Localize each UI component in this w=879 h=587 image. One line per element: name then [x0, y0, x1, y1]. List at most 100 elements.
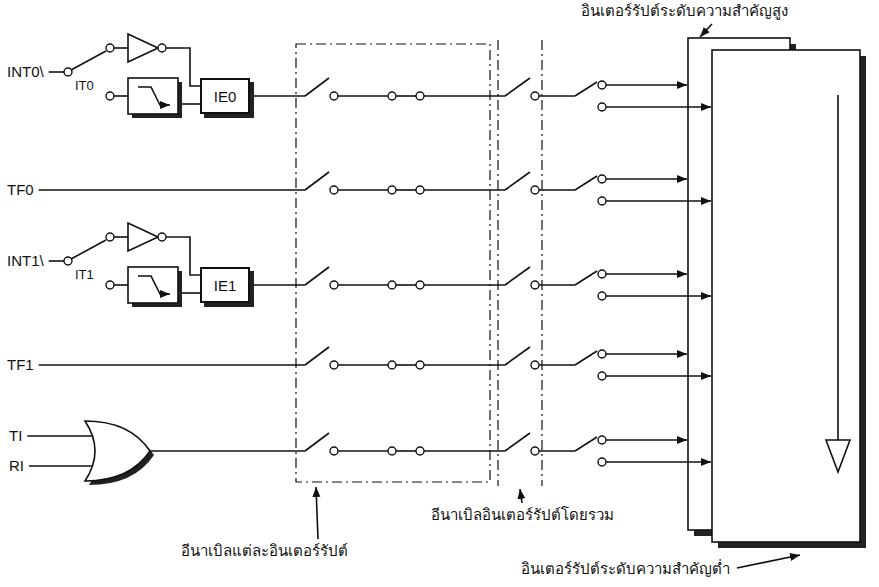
switch-contact: [330, 447, 338, 455]
leader-arrow: [316, 487, 318, 539]
wire: [182, 292, 200, 294]
switch-contact: [531, 92, 539, 100]
region-label: อีนาเบิลแต่ละอินเตอร์รัปต์: [180, 542, 349, 560]
individual-enable-region: [296, 44, 490, 482]
low-priority-arrow: [606, 461, 711, 463]
low-priority-arrow: [606, 375, 711, 377]
wire: [424, 450, 505, 452]
switch-contact: [598, 458, 606, 466]
leader-arrow: [520, 489, 522, 503]
wire: [150, 450, 305, 452]
switch-contact: [106, 92, 114, 100]
register-name: IE1: [214, 277, 237, 294]
falling-edge-symbol: [138, 87, 170, 105]
priority-switch-blade: [575, 351, 597, 365]
low-priority-arrow: [606, 295, 711, 297]
wire: [424, 284, 505, 286]
high-priority-arrow: [606, 178, 687, 180]
inverter-symbol: [128, 223, 158, 251]
switch-contact: [388, 92, 396, 100]
flag-name: TF1: [6, 356, 35, 374]
global-switch-blade: [505, 347, 530, 365]
wire: [250, 284, 305, 286]
signal-name: INT1\: [6, 252, 45, 270]
wire: [539, 284, 575, 286]
low-priority-arrow: [606, 200, 711, 202]
wire: [539, 95, 575, 97]
switch-contact: [598, 197, 606, 205]
priority-switch-blade: [575, 176, 597, 190]
global-enable-boundary: [497, 40, 498, 486]
global-switch-blade: [505, 78, 530, 96]
switch-contact: [388, 361, 396, 369]
flag-name: TI: [8, 427, 23, 445]
wire: [424, 95, 505, 97]
wire: [338, 284, 388, 286]
wire: [114, 47, 128, 49]
inverter-bubble: [158, 44, 166, 52]
switch-contact: [598, 270, 606, 278]
wire: [39, 364, 305, 366]
switch-contact: [416, 447, 424, 455]
wire: [114, 284, 128, 286]
switch-contact: [388, 281, 396, 289]
bit-name: IT0: [74, 78, 95, 94]
wire: [396, 95, 416, 97]
inverter-symbol: [128, 34, 158, 62]
switch-contact: [598, 292, 606, 300]
wire: [539, 189, 575, 191]
priority-switch-blade: [575, 82, 597, 96]
polling-order-line: [837, 95, 839, 440]
wire: [338, 364, 388, 366]
flag-name: RI: [8, 457, 25, 475]
wire: [424, 364, 505, 366]
switch-contact: [598, 175, 606, 183]
switch-contact: [416, 92, 424, 100]
switch-contact: [416, 186, 424, 194]
enable-switch-blade: [305, 78, 329, 96]
switch-contact: [598, 372, 606, 380]
switch-contact: [531, 281, 539, 289]
switch-contact: [531, 186, 539, 194]
switch-contact: [330, 186, 338, 194]
wire: [114, 236, 128, 238]
wire: [49, 71, 64, 73]
wire: [539, 364, 575, 366]
enable-switch-blade: [305, 347, 329, 365]
switch-contact: [531, 361, 539, 369]
switch-contact: [388, 186, 396, 194]
priority-label: อินเตอร์รัปต์ระดับความสำคัญต่ำ: [520, 560, 731, 578]
inverter-bubble: [158, 233, 166, 241]
wire: [338, 95, 388, 97]
falling-edge-symbol: [138, 276, 170, 294]
wire: [29, 465, 92, 467]
wire: [49, 260, 64, 262]
switch-contact: [106, 281, 114, 289]
flag-register-box: IE0: [200, 78, 250, 114]
switch-contact: [106, 233, 114, 241]
wire: [396, 284, 416, 286]
bit-name: IT1: [74, 267, 95, 283]
switch-contact: [598, 436, 606, 444]
switch-contact: [598, 81, 606, 89]
signal-name: INT0\: [6, 63, 45, 81]
switch-contact: [531, 447, 539, 455]
wire: [250, 95, 305, 97]
or-gate: [85, 421, 150, 481]
leader-arrow: [700, 24, 712, 37]
switch-contact: [330, 281, 338, 289]
switch-contact: [330, 361, 338, 369]
switch-contact: [106, 44, 114, 52]
global-enable-boundary: [541, 40, 542, 486]
wire: [114, 95, 128, 97]
enable-switch-blade: [305, 267, 329, 285]
high-priority-arrow: [606, 84, 687, 86]
low-priority-box: [712, 50, 860, 542]
switch-contact: [388, 447, 396, 455]
wire: [539, 450, 575, 452]
leader-arrow: [737, 555, 800, 568]
switch-contact: [330, 92, 338, 100]
low-priority-arrow: [606, 106, 711, 108]
wire: [396, 364, 416, 366]
switch-contact: [598, 103, 606, 111]
